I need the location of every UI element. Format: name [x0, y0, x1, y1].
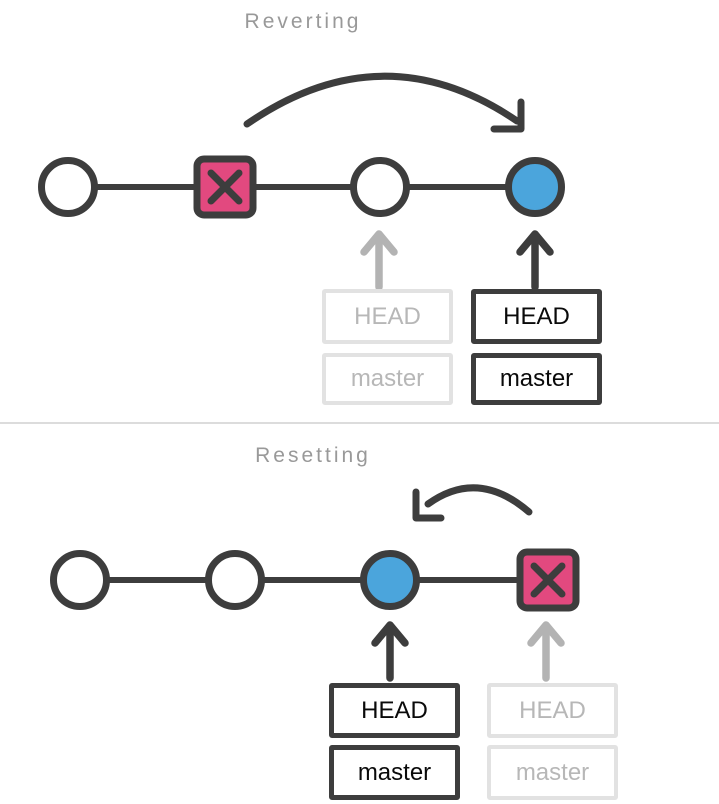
- ghost-head-label: HEAD: [322, 289, 453, 344]
- active-master-label: master: [329, 745, 460, 800]
- ghost-master-label: master: [322, 353, 453, 405]
- active-master-label: master: [471, 353, 602, 405]
- commit-node: [350, 157, 410, 217]
- section-divider: [0, 422, 719, 424]
- active-pointer-arrow-icon: [516, 230, 554, 291]
- reverting-title: Reverting: [244, 10, 362, 33]
- revert-curve-arrow: [243, 72, 521, 128]
- reset-target-node: [360, 550, 420, 610]
- commit-node: [38, 157, 98, 217]
- ghost-pointer-arrow-icon: [527, 621, 565, 682]
- reverting-diagram: [38, 72, 565, 291]
- x-mark-icon: [207, 169, 243, 205]
- revert-curve-arrowhead-icon: [490, 98, 525, 133]
- commit-node: [205, 550, 265, 610]
- ghost-head-label: HEAD: [487, 683, 618, 738]
- commit-node: [50, 550, 110, 610]
- reset-curve-arrowhead-icon: [412, 488, 445, 522]
- x-mark-icon: [530, 562, 566, 598]
- resetting-title: Resetting: [255, 444, 371, 467]
- ghost-master-label: master: [487, 745, 618, 800]
- active-head-label: HEAD: [329, 683, 460, 738]
- active-head-label: HEAD: [471, 289, 602, 344]
- resetting-diagram: [50, 484, 580, 682]
- active-pointer-arrow-icon: [371, 621, 409, 682]
- reset-curve-arrow: [424, 484, 533, 516]
- revert-commit-node: [505, 157, 565, 217]
- ghost-pointer-arrow-icon: [360, 230, 398, 291]
